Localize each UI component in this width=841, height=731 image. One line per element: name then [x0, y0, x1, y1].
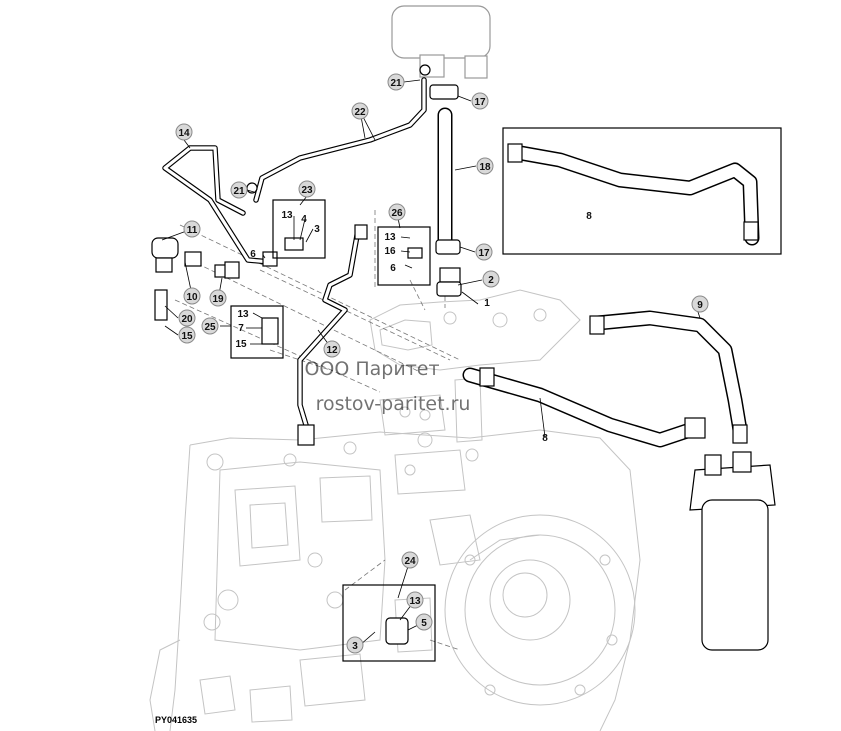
- callout-13-box24: 13: [406, 591, 424, 609]
- svg-text:21: 21: [233, 186, 245, 197]
- watermark-company: ООО Паритет: [304, 358, 439, 380]
- callout-9: 9: [691, 295, 709, 313]
- callout-14: 14: [175, 123, 193, 141]
- label-1: 1: [484, 298, 490, 309]
- label-13-box25: 13: [237, 309, 249, 320]
- svg-text:15: 15: [181, 331, 193, 342]
- callout-18: 18: [476, 157, 494, 175]
- callout-21-top: 21: [387, 73, 405, 91]
- callout-20: 20: [178, 309, 196, 327]
- hose-9: [590, 310, 748, 438]
- callout-15-left: 15: [178, 326, 196, 344]
- svg-text:12: 12: [326, 345, 338, 356]
- callout-19: 19: [209, 289, 227, 307]
- svg-text:3: 3: [352, 641, 358, 652]
- label-15-box25: 15: [235, 339, 247, 350]
- tube-22: [253, 77, 427, 203]
- oil-filter: [689, 451, 776, 651]
- svg-text:17: 17: [478, 248, 490, 259]
- svg-text:5: 5: [421, 618, 427, 629]
- tube-14: [162, 145, 273, 265]
- label-13-box26: 13: [384, 232, 396, 243]
- callout-17-top: 17: [471, 92, 489, 110]
- detail-inset-hose-8: [502, 127, 782, 255]
- label-7-box25: 7: [238, 323, 244, 334]
- label-3-box23: 3: [314, 224, 320, 235]
- svg-text:23: 23: [301, 185, 313, 196]
- svg-text:22: 22: [354, 107, 366, 118]
- label-13-box23: 13: [281, 210, 293, 221]
- label-8-lower: 8: [542, 433, 548, 444]
- label-4-box23: 4: [301, 214, 307, 225]
- callout-10: 10: [183, 287, 201, 305]
- svg-text:25: 25: [204, 322, 216, 333]
- callout-5: 5: [415, 613, 433, 631]
- callouts: 21 17 22 14 18 23 21 13 4 3 26 11 6 13 1…: [175, 73, 709, 654]
- svg-text:18: 18: [479, 162, 491, 173]
- watermark-url: rostov-paritet.ru: [316, 393, 471, 415]
- callout-11: 11: [183, 220, 201, 238]
- callout-3-box24: 3: [346, 636, 364, 654]
- svg-text:11: 11: [187, 225, 198, 236]
- engine-housing-ghost: [149, 289, 641, 731]
- svg-text:19: 19: [212, 294, 224, 305]
- svg-text:10: 10: [186, 292, 198, 303]
- label-6-left: 6: [250, 249, 256, 260]
- callout-25: 25: [201, 317, 219, 335]
- callout-12: 12: [323, 340, 341, 358]
- svg-text:2: 2: [488, 275, 494, 286]
- callout-21-left: 21: [230, 181, 248, 199]
- assembly-lines: [174, 210, 461, 651]
- callout-24: 24: [401, 551, 419, 569]
- subassembly-boxes: [230, 199, 436, 662]
- drawing-code: PY041635: [155, 715, 197, 725]
- callout-23: 23: [298, 180, 316, 198]
- svg-text:14: 14: [178, 128, 190, 139]
- label-6-box26: 6: [390, 263, 396, 274]
- air-canister: [391, 5, 491, 79]
- svg-text:24: 24: [404, 556, 416, 567]
- hose-8-lower: [462, 367, 698, 448]
- leader-lines: [161, 79, 701, 646]
- svg-text:17: 17: [474, 97, 486, 108]
- fittings: [151, 64, 759, 645]
- tube-12: [297, 227, 361, 428]
- label-8-inset: 8: [586, 211, 592, 222]
- callout-22: 22: [351, 102, 369, 120]
- svg-text:13: 13: [409, 596, 421, 607]
- svg-text:26: 26: [391, 208, 403, 219]
- svg-text:9: 9: [697, 300, 703, 311]
- callout-17-mid: 17: [475, 243, 493, 261]
- svg-text:20: 20: [181, 314, 193, 325]
- callout-26: 26: [388, 203, 406, 221]
- label-16-box26: 16: [384, 246, 396, 257]
- callout-2: 2: [482, 270, 500, 288]
- svg-text:21: 21: [390, 78, 402, 89]
